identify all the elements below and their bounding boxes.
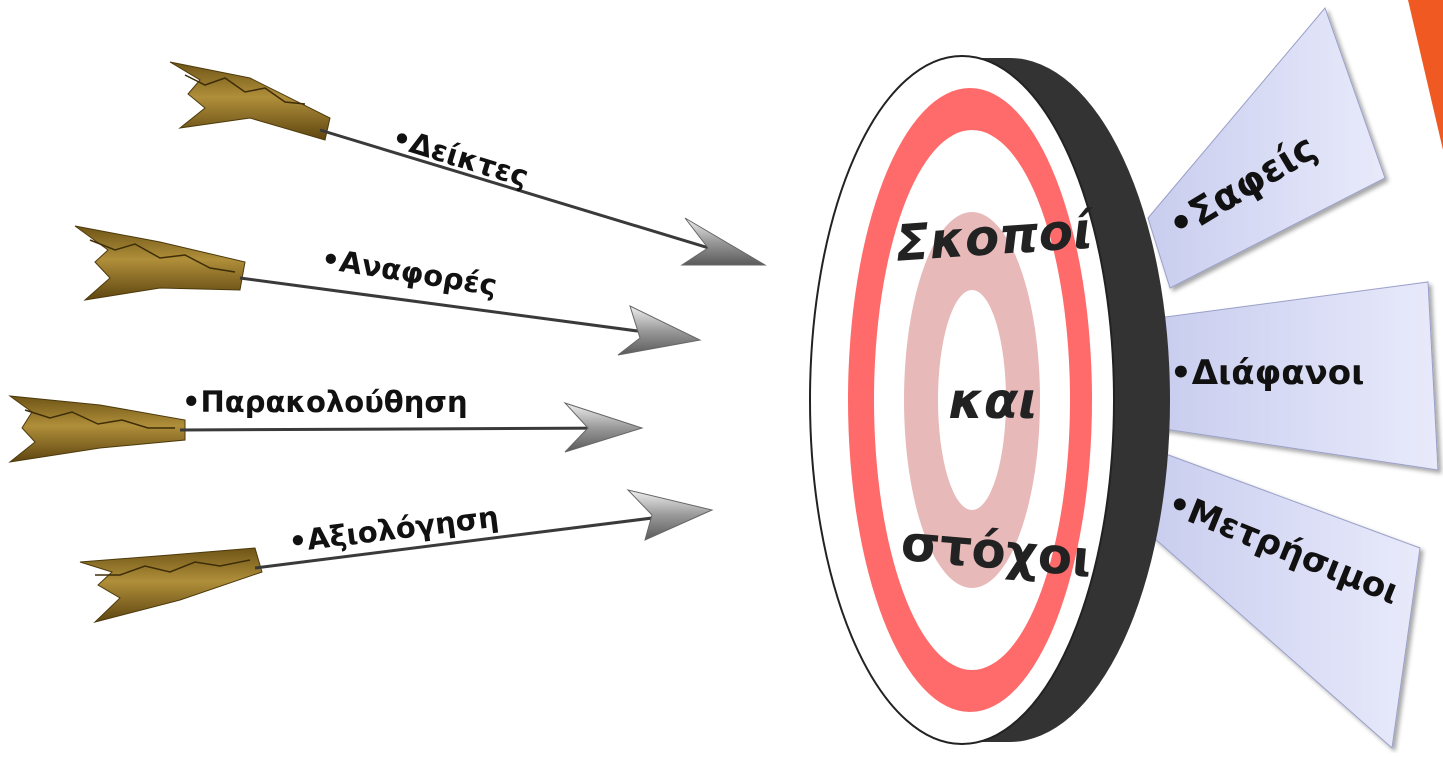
arrow-1-label: •Δείκτες bbox=[388, 120, 533, 194]
arrow-2-shaft bbox=[239, 276, 691, 340]
target-bullseye-center bbox=[938, 290, 1006, 510]
arrow-4 bbox=[79, 489, 714, 623]
arrow-1-shaft bbox=[319, 128, 756, 264]
arrow-4-shaft bbox=[254, 510, 701, 570]
ray-1-shape bbox=[1147, 7, 1386, 289]
arrow-3-head bbox=[563, 401, 644, 453]
arrow-3-label: •Παρακολούθηση bbox=[182, 385, 468, 419]
target-title-line1: Σκοποί bbox=[893, 201, 1096, 273]
arrow-3 bbox=[8, 395, 644, 463]
target-board bbox=[809, 55, 1170, 745]
arrow-1-head bbox=[680, 217, 767, 266]
ray-1 bbox=[1147, 7, 1386, 289]
arrow-1-fletching bbox=[169, 61, 331, 141]
orange-accent-corner bbox=[1408, 0, 1443, 150]
arrow-1 bbox=[169, 61, 767, 266]
arrow-4-head bbox=[626, 489, 714, 541]
arrow-2 bbox=[74, 225, 702, 356]
arrow-3-fletching bbox=[8, 395, 186, 463]
ray-2-label: •Διάφανοι bbox=[1170, 353, 1364, 393]
arrow-4-fletching bbox=[79, 547, 263, 623]
target-title-line2: και bbox=[948, 372, 1037, 430]
arrow-2-head bbox=[617, 305, 702, 356]
arrow-2-fletching bbox=[74, 225, 246, 301]
arrow-3-shaft bbox=[179, 426, 626, 432]
